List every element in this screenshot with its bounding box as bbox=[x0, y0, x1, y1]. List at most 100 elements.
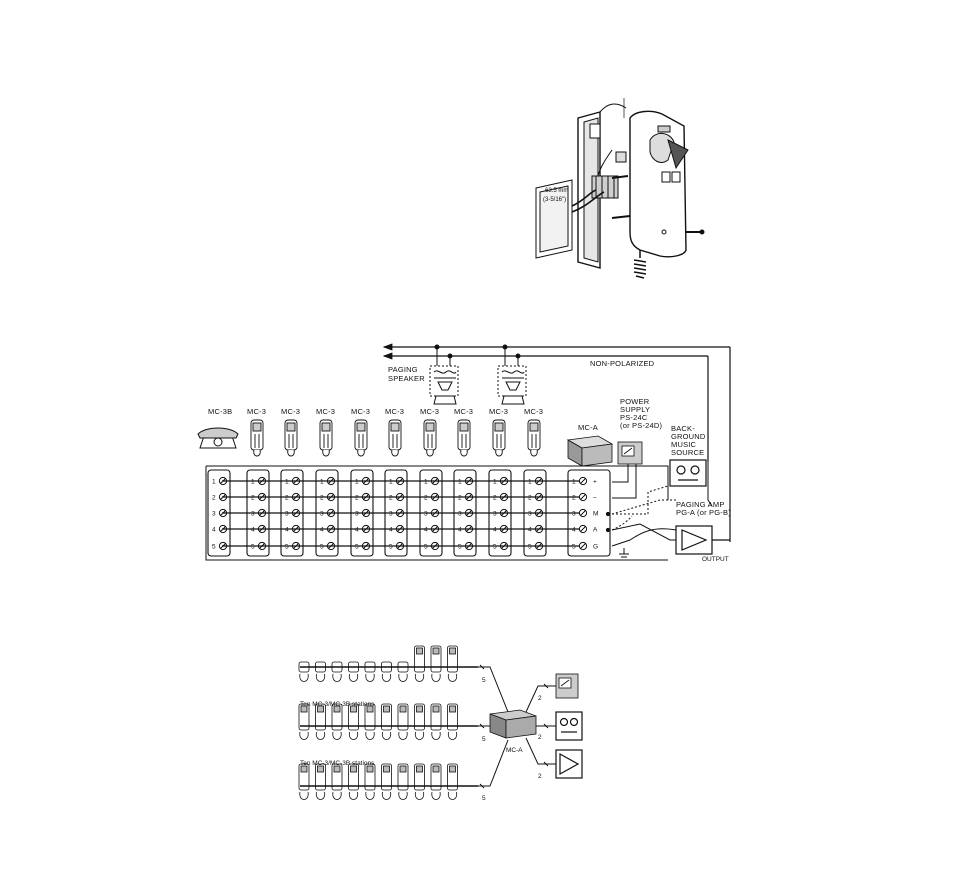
bgm-line-1: BACK- bbox=[671, 424, 695, 433]
mini-station-icon bbox=[348, 763, 359, 800]
non-polarized-label: NON-POLARIZED bbox=[590, 359, 655, 368]
wall-plate bbox=[577, 111, 601, 269]
mini-station-icon bbox=[348, 703, 359, 740]
mini-station-icon bbox=[331, 703, 343, 740]
terminal-number: 5 bbox=[251, 544, 255, 551]
bgm-line-2: GROUND bbox=[671, 432, 706, 441]
terminal-number: 5 bbox=[389, 544, 393, 551]
terminal-number: 3 bbox=[389, 511, 393, 518]
terminal-number: 5 bbox=[424, 544, 428, 551]
terminal-number: 2 bbox=[528, 495, 532, 502]
terminal-number: 1 bbox=[493, 479, 497, 486]
terminal-number: 4 bbox=[389, 527, 393, 534]
mc3-label: MC-3 bbox=[420, 407, 439, 416]
terminal-number: 3 bbox=[320, 511, 324, 518]
mc3-label: MC-3 bbox=[281, 407, 300, 416]
handset-icon bbox=[284, 419, 298, 457]
station-row bbox=[298, 645, 478, 682]
mini-station-icon bbox=[381, 763, 392, 800]
terminal-number: 2 bbox=[355, 495, 359, 502]
mini-station-icon bbox=[364, 661, 376, 682]
mini-station-icon bbox=[397, 703, 409, 740]
wiring-diagram: NON-POLARIZED PAGING SPEAKER M bbox=[197, 343, 731, 563]
terminal-number: 1 bbox=[285, 479, 289, 486]
paging-speaker-label-1: PAGING bbox=[388, 365, 418, 374]
mini-station-icon bbox=[315, 763, 326, 800]
terminal-number: 3 bbox=[528, 511, 532, 518]
terminal-number: 4 bbox=[528, 527, 532, 534]
enclosure-line bbox=[206, 465, 669, 500]
mca-terminal-number: 4 bbox=[572, 527, 576, 534]
mini-station-icon bbox=[414, 645, 425, 682]
terminal-number: 2 bbox=[458, 495, 462, 502]
handset-icon bbox=[492, 419, 506, 457]
mc3-label: MC-3 bbox=[524, 407, 543, 416]
mini-station-icon bbox=[364, 763, 376, 800]
mc3b-label: MC-3B bbox=[208, 407, 232, 416]
enclosure-line bbox=[205, 466, 668, 561]
mca-terminal-mark: G bbox=[593, 544, 598, 551]
handset-icon bbox=[319, 419, 333, 457]
terminal-number: 1 bbox=[355, 479, 359, 486]
bgm-line-3: MUSIC bbox=[671, 440, 697, 449]
system-diagram: Ten MC-3/MC-3B stations Ten MC-3/MC-3B s… bbox=[298, 645, 583, 802]
handset-icon bbox=[388, 419, 402, 457]
mini-station-icon bbox=[298, 703, 310, 740]
junction-box bbox=[535, 179, 573, 259]
mca-terminal-number: 1 bbox=[572, 479, 576, 486]
mca-terminal-mark: + bbox=[593, 479, 597, 486]
terminal-number: 1 bbox=[251, 479, 255, 486]
power-supply-label: POWER SUPPLY PS-24C (or PS-24D) bbox=[620, 397, 663, 430]
terminal-number: 2 bbox=[389, 495, 393, 502]
power-supply-line-1: POWER bbox=[620, 397, 650, 406]
handset-unit bbox=[629, 110, 689, 258]
paging-speaker-label-2: SPEAKER bbox=[388, 374, 425, 383]
mc3-label: MC-3 bbox=[247, 407, 266, 416]
system-mca-label: MC-A bbox=[506, 747, 523, 754]
terminal-number: 4 bbox=[285, 527, 289, 534]
terminal-number: 3 bbox=[251, 511, 255, 518]
terminal-number: 1 bbox=[458, 479, 462, 486]
power-supply-line-3: PS-24C bbox=[620, 413, 648, 422]
mount-dimension-mm: 63.5 mm bbox=[545, 188, 568, 194]
terminal-number: 5 bbox=[493, 544, 497, 551]
system-connections bbox=[478, 664, 556, 789]
terminal-number: 3 bbox=[424, 511, 428, 518]
mini-station-icon bbox=[298, 661, 310, 682]
terminal-number: 1 bbox=[528, 479, 532, 486]
mc3-label: MC-3 bbox=[385, 407, 404, 416]
terminal-number: 1 bbox=[424, 479, 428, 486]
mini-station-icon bbox=[414, 763, 425, 800]
paging-amp-line-1: PAGING AMP bbox=[676, 500, 725, 509]
terminal-number: 3 bbox=[458, 511, 462, 518]
mca-terminal-mark: A bbox=[593, 527, 598, 534]
mini-station-icon bbox=[298, 763, 310, 800]
handset-icon bbox=[423, 419, 437, 457]
bgm-line-4: SOURCE bbox=[671, 448, 704, 457]
mini-station-icon bbox=[430, 703, 442, 740]
terminal-number: 3 bbox=[285, 511, 289, 518]
mini-station-icon bbox=[348, 661, 359, 682]
mca-unit-icon bbox=[566, 435, 614, 467]
terminal-number: 2 bbox=[212, 495, 216, 502]
power-supply-line-4: (or PS-24D) bbox=[620, 421, 663, 430]
mini-station-icon bbox=[331, 763, 343, 800]
station-row bbox=[298, 763, 478, 800]
terminal-number: 2 bbox=[251, 495, 255, 502]
mc3-label: MC-3 bbox=[489, 407, 508, 416]
terminal-number: 3 bbox=[493, 511, 497, 518]
stations-label-2: Ten MC-3/MC-3B stations bbox=[300, 760, 375, 767]
paging-amp-icon bbox=[675, 525, 730, 555]
terminal-number: 4 bbox=[320, 527, 324, 534]
mca-terminal-mark: M bbox=[593, 511, 598, 518]
station-bus-lines bbox=[205, 465, 669, 561]
mca-terminal-number: 3 bbox=[572, 511, 576, 518]
terminal-number: 4 bbox=[212, 527, 216, 534]
mini-station-icon bbox=[430, 645, 442, 682]
mc3-label: MC-3 bbox=[351, 407, 370, 416]
stations-label-1: Ten MC-3/MC-3B stations bbox=[300, 701, 375, 708]
terminal-number: 5 bbox=[355, 544, 359, 551]
terminal-number: 4 bbox=[458, 527, 462, 534]
terminal-number: 2 bbox=[285, 495, 289, 502]
